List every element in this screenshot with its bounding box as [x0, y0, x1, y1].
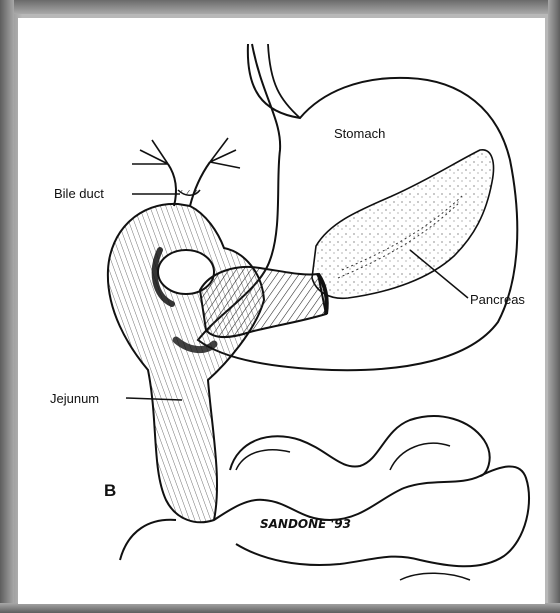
artist-signature: SANDONE '93 [260, 517, 351, 531]
pancreas-label: Pancreas [470, 292, 525, 307]
jejunum-label: Jejunum [50, 391, 99, 406]
bile-duct-label: Bile duct [54, 186, 104, 201]
stomach-label: Stomach [334, 126, 385, 141]
panel-letter-label: B [104, 481, 116, 500]
bile-duct-shape [132, 138, 240, 206]
